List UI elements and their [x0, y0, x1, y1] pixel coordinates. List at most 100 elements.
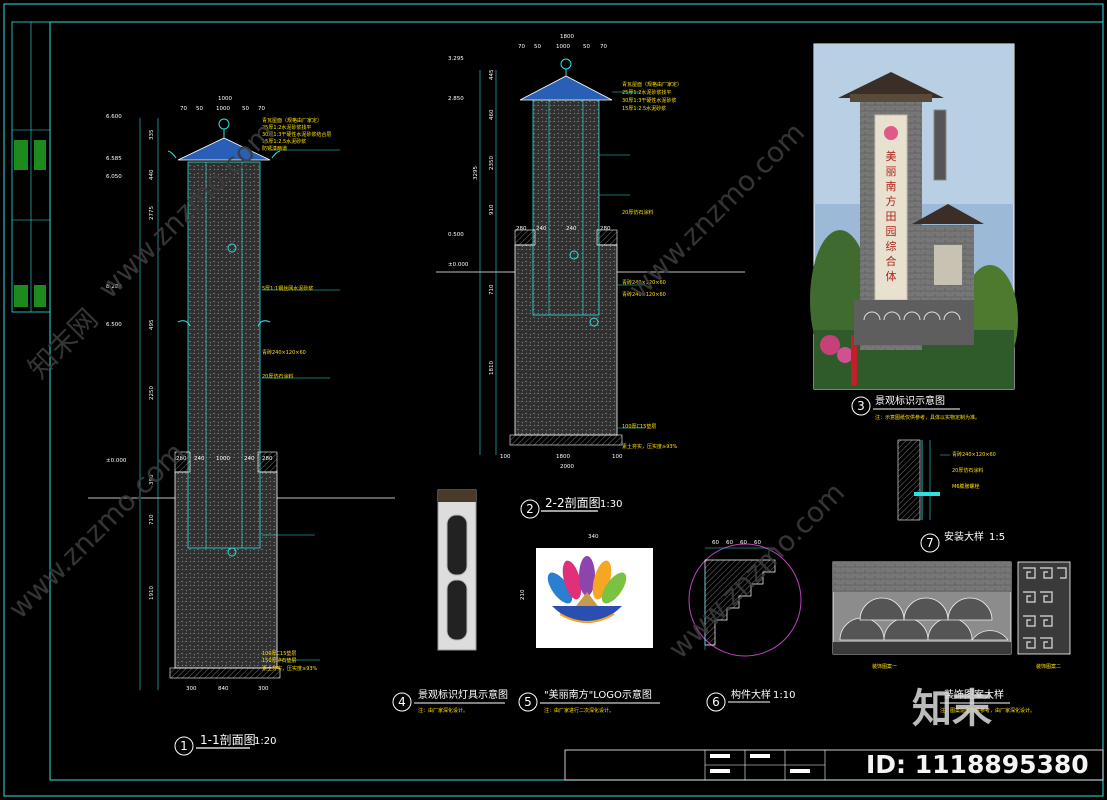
v1-dim-top: 1000	[218, 96, 232, 102]
logo-dim-height: 210	[520, 589, 526, 600]
view-6-title: 构件大样	[731, 688, 771, 701]
v7-note: M6膨胀螺栓	[952, 483, 980, 490]
view-4-number: 4	[398, 695, 406, 709]
v2-dim-base-bottom: 1800	[556, 454, 570, 460]
v1-dim-base-top: 240	[244, 456, 255, 462]
view-4-note: 注：由厂家深化设计。	[418, 707, 468, 714]
view-1-section	[88, 118, 395, 690]
view-1-number: 1	[180, 739, 188, 753]
view-7-install-detail	[897, 439, 950, 521]
v1-dim-vertical: 2250	[149, 386, 155, 400]
view-5-logo	[536, 548, 653, 648]
v1-dim-base-top: 280	[262, 456, 273, 462]
view-1-title: 1-1剖面图	[200, 733, 256, 747]
view-5-dimensions: 340 210	[520, 534, 599, 600]
v1-note: 15厚1:2.5水泥砂浆	[262, 138, 306, 145]
v1-note: 青瓦屋面（规格由厂家定）	[262, 117, 322, 124]
v1-dim-base-bottom: 300	[186, 686, 197, 692]
v6-dim: 60	[726, 540, 733, 546]
v1-dim-base-bottom: 300	[258, 686, 269, 692]
v1-dim-vertical: 495	[149, 319, 155, 330]
v1-dim-top-split: 70	[258, 106, 265, 112]
view-6-scale: 1:10	[773, 690, 795, 701]
view-6-number: 6	[712, 695, 720, 709]
v2-note: 青砖240×120×60	[622, 291, 666, 298]
v2-dim-top-split: 70	[518, 44, 525, 50]
v1-dim-base-top: 280	[176, 456, 187, 462]
view-3-note: 注：示意图纸仅供参考，具体以实物定制为准。	[875, 414, 980, 421]
v2-elevation: 3.295	[448, 56, 464, 62]
v1-dim-vertical: 335	[149, 129, 155, 140]
view-2-scale: 1:30	[600, 499, 622, 510]
v2-note: 15厚1:2.5水泥砂浆	[622, 105, 666, 112]
v2-dim-vertical: 1810	[489, 361, 495, 375]
v2-dim-top-split: 1000	[556, 44, 570, 50]
watermark-url-4: www.znzmo.com	[662, 476, 851, 665]
v8-label: 装饰图案二	[1036, 663, 1061, 670]
view-3-sign-rendering: 美丽南方田园综合体	[810, 43, 1018, 390]
v1-note: 30厚1:3干硬性水泥砂浆结合层	[262, 131, 331, 138]
v2-note: 青砖240×120×60	[622, 279, 666, 286]
watermark-layer: www.znzmo.com www.znzmo.com www.znzmo.co…	[2, 116, 851, 665]
v2-dim-vertical: 3295	[473, 166, 479, 180]
v1-note: 青砖240×120×60	[262, 349, 306, 356]
logo-dim-width: 340	[588, 534, 599, 540]
v1-elevation: 6.600	[106, 114, 122, 120]
v2-note: 100厚C15垫层	[622, 423, 656, 430]
v2-dim-vertical: 460	[489, 109, 495, 120]
v1-elevation: ±0.000	[106, 458, 127, 464]
v1-dim-vertical: 390	[149, 474, 155, 485]
v1-elevation: 6.050	[106, 174, 122, 180]
v7-note: 20厚仿石涂料	[952, 467, 983, 474]
v2-elevation: 2.850	[448, 96, 464, 102]
v1-dim-vertical: 2775	[149, 206, 155, 220]
view-7-title: 安装大样	[944, 530, 984, 543]
v1-note: 25厚1:2水泥砂浆找平	[262, 124, 311, 131]
v2-note: 素土夯实，压实度≥93%	[622, 443, 678, 450]
watermark-id: ID: 1118895380	[866, 750, 1089, 779]
view-2-material-notes: 青瓦屋面（规格由厂家定）25厚1:2水泥砂浆找平30厚1:3干硬性水泥砂浆15厚…	[622, 81, 682, 450]
v1-elevation: 6.585	[106, 156, 122, 162]
v1-dim-base-bottom: 840	[218, 686, 229, 692]
v2-note: 25厚1:2水泥砂浆找平	[622, 89, 671, 96]
v8-label: 装饰图案一	[872, 663, 897, 670]
v1-elevation: 8.200	[106, 284, 122, 290]
view-8-note: 注：图案造型仅供参考，由厂家深化设计。	[940, 707, 1035, 714]
v1-dim-base-top: 1000	[216, 456, 230, 462]
view-3-title: 景观标识示意图	[875, 394, 945, 407]
v1-dim-top-split: 50	[242, 106, 249, 112]
watermark-url-1: www.znzmo.com	[2, 436, 191, 625]
v6-dim: 60	[754, 540, 761, 546]
v2-note: 30厚1:3干硬性水泥砂浆	[622, 97, 676, 104]
v1-dim-base-top: 240	[194, 456, 205, 462]
v2-elevation: 0.500	[448, 232, 464, 238]
v2-note: 20厚仿石涂料	[622, 209, 653, 216]
view-5-title: "美丽南方"LOGO示意图	[544, 688, 652, 701]
view-7-number: 7	[926, 536, 934, 550]
v2-dim-vertical: 710	[489, 284, 495, 295]
view-6-component-detail	[688, 543, 802, 657]
v2-dim-base-bottom: 100	[500, 454, 511, 460]
v6-dim: 60	[740, 540, 747, 546]
v1-note: 5厚1:1钢丝网水泥砂浆	[262, 285, 313, 292]
v1-dim-top-split: 70	[180, 106, 187, 112]
v2-dim-vertical: 445	[489, 69, 495, 80]
view-2-section	[436, 58, 745, 455]
v2-dim-base-mid: 280	[600, 226, 611, 232]
v2-dim-base-mid: 280	[516, 226, 527, 232]
v2-dim-top-split: 70	[600, 44, 607, 50]
title-block	[564, 749, 1104, 781]
v2-dim-total: 2000	[560, 464, 574, 470]
v1-note: 素土夯实，压实度≥93%	[262, 665, 318, 672]
sign-vertical-text: 美丽南方田园综合体	[886, 150, 897, 283]
view-4-title: 景观标识灯具示意图	[418, 688, 508, 701]
v1-elevation: 6.500	[106, 322, 122, 328]
view-1-elevation-marks: 6.600 6.585 6.050 8.200 6.500 ±0.000	[106, 114, 127, 464]
v7-note: 青砖240×120×60	[952, 451, 996, 458]
v2-dim-base-bottom: 100	[612, 454, 623, 460]
v2-dim-vertical: 910	[489, 204, 495, 215]
